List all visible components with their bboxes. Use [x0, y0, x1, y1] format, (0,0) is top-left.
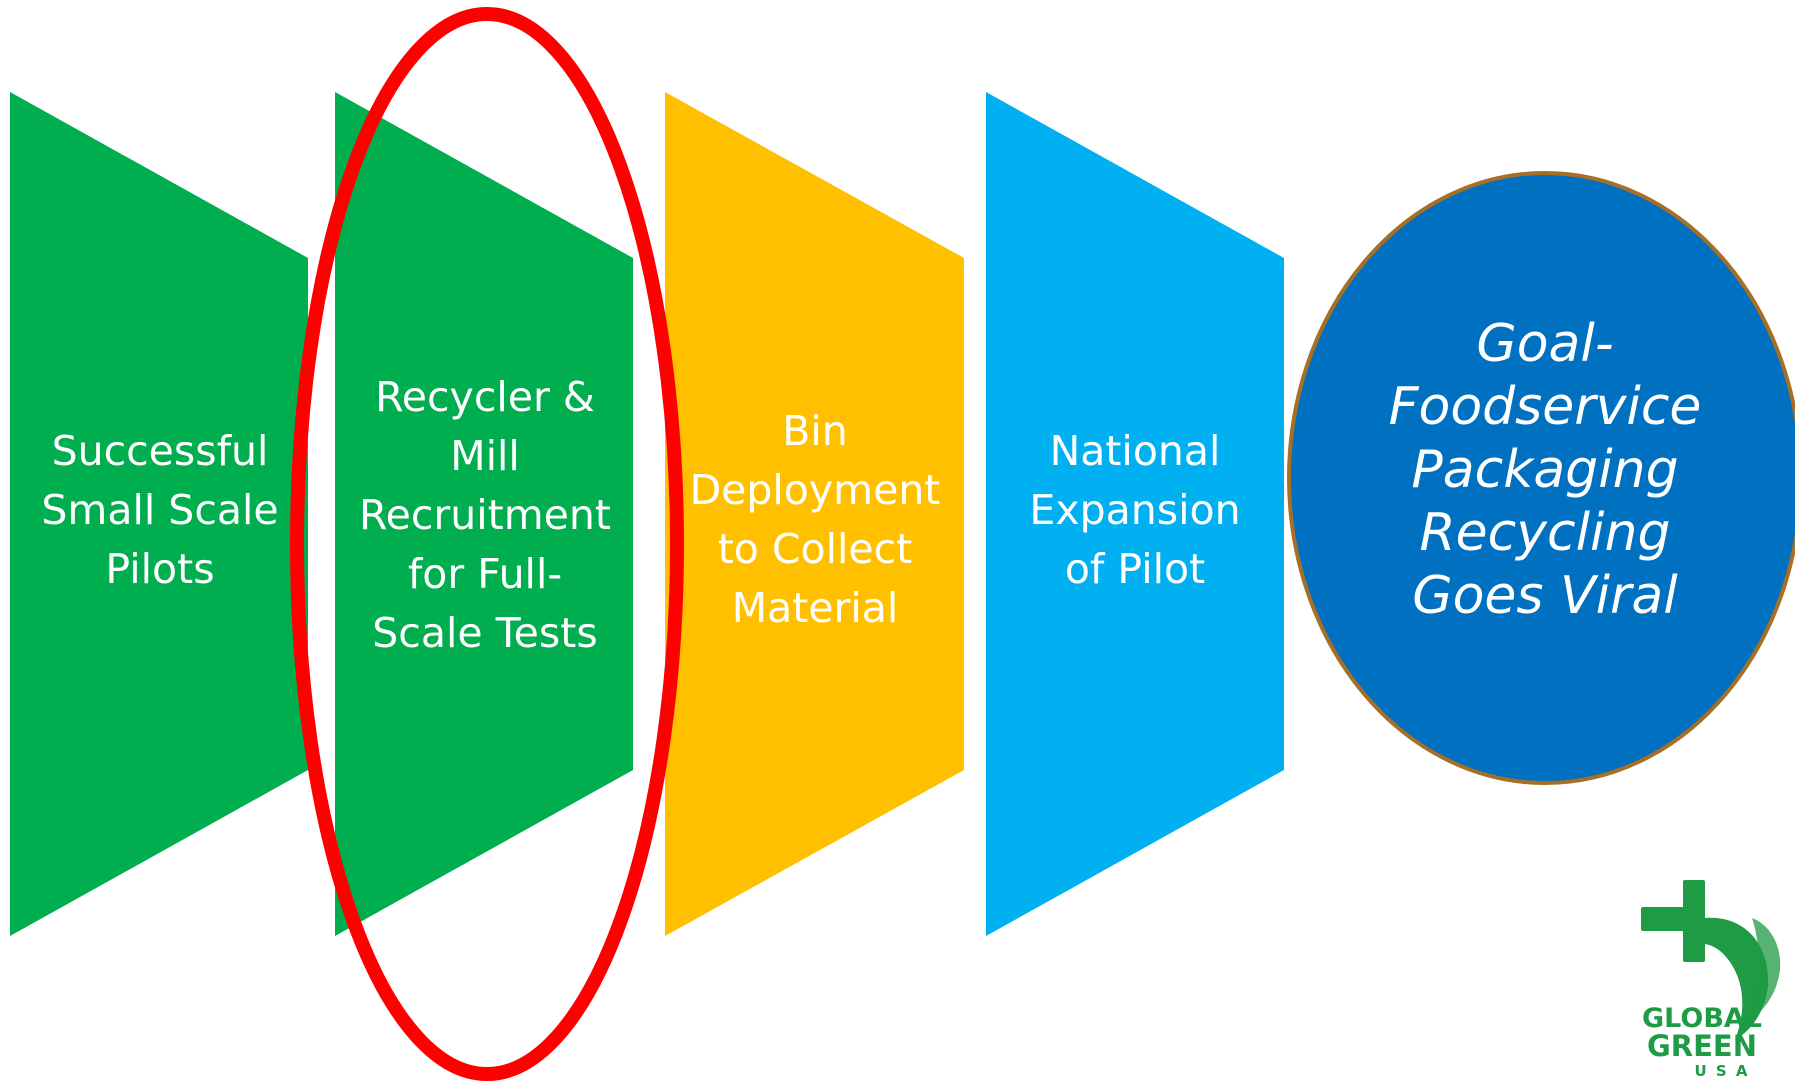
step-2-shape	[335, 92, 633, 936]
step-4-label: National Expansion of Pilot	[1029, 426, 1241, 593]
step-2-label: Recycler & Mill Recruitment for Full- Sc…	[359, 372, 611, 657]
logo-text-green: GREEN	[1646, 1029, 1758, 1063]
step-4-shape	[986, 92, 1284, 936]
logo-text-usa: U S A	[1694, 1062, 1750, 1080]
highlight-ellipse	[290, 7, 684, 1081]
global-green-logo-icon	[1641, 880, 1781, 1040]
step-1-label: Successful Small Scale Pilots	[41, 426, 279, 593]
goal-circle	[1287, 171, 1795, 785]
step-3-shape	[665, 92, 964, 936]
goal-label: Goal- Foodservice Packaging Recycling Go…	[1388, 313, 1702, 626]
logo-text-global: GLOBAL	[1641, 1003, 1763, 1034]
step-1-shape	[10, 92, 308, 936]
step-3-label: Bin Deployment to Collect Material	[689, 407, 941, 632]
